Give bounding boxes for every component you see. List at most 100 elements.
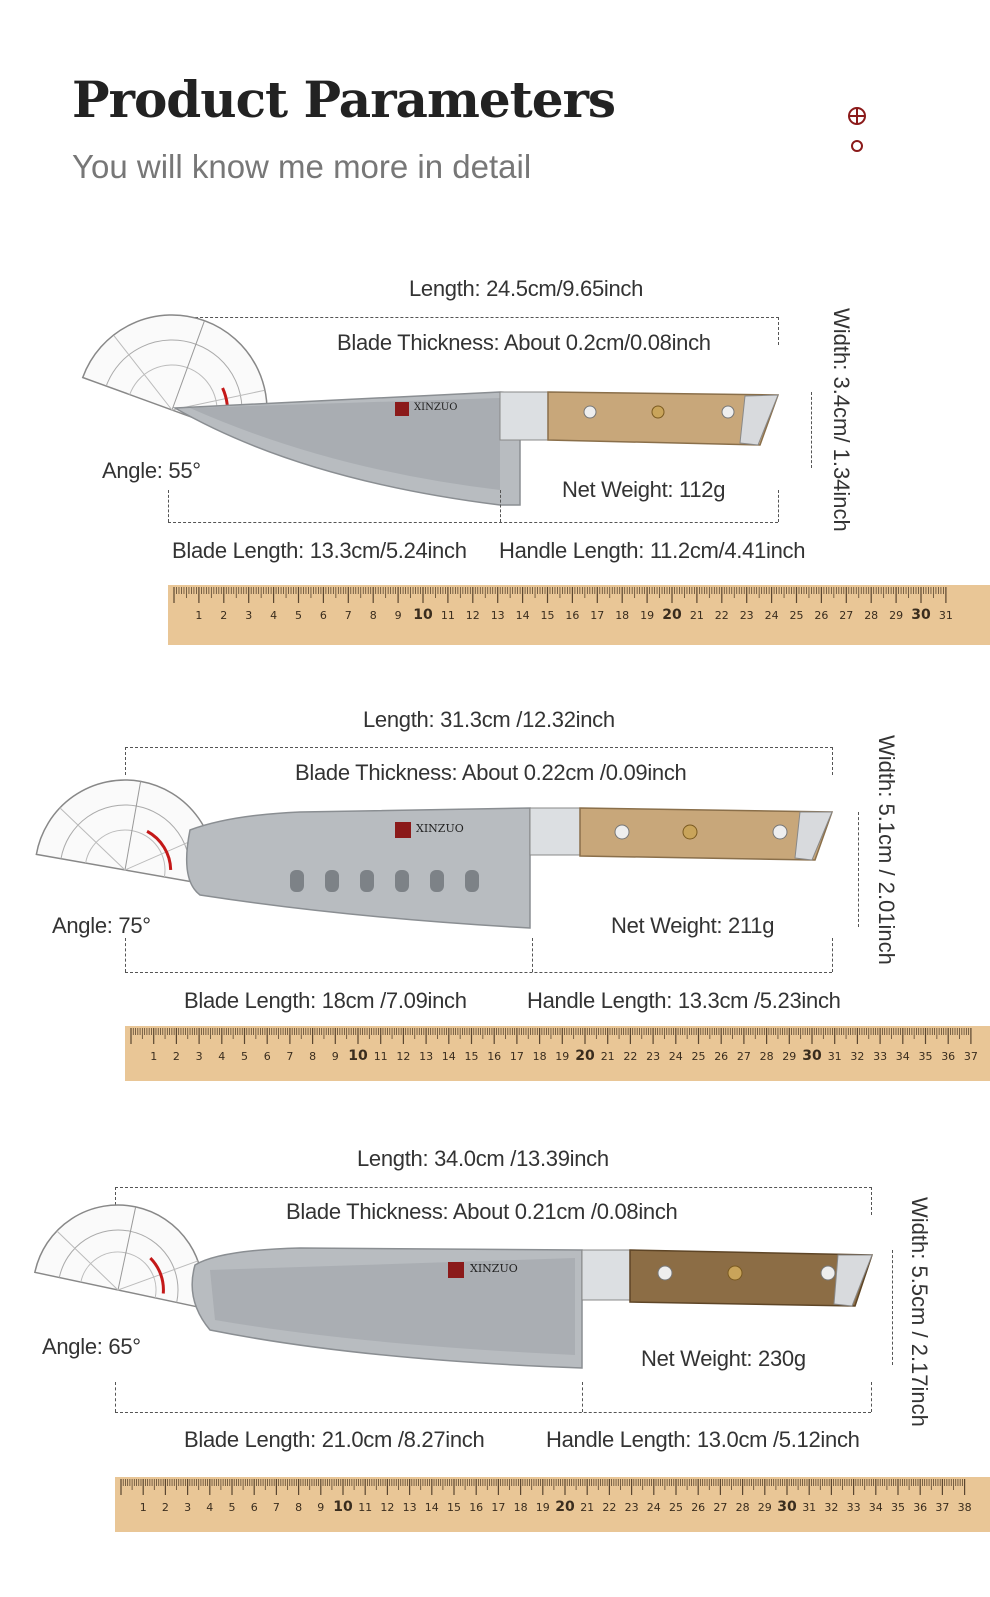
page-title: Product Parameters bbox=[72, 70, 616, 129]
ruler-number: 18 bbox=[514, 1501, 528, 1514]
net-weight-label: Net Weight: 112g bbox=[562, 477, 726, 502]
ruler-body bbox=[168, 585, 990, 645]
ruler-number: 13 bbox=[419, 1050, 433, 1063]
ruler-number: 26 bbox=[714, 1050, 728, 1063]
ruler-number: 26 bbox=[691, 1501, 705, 1514]
knife-illustration-1 bbox=[81, 314, 780, 506]
dimension-tick bbox=[125, 747, 126, 775]
ruler-number: 23 bbox=[646, 1050, 660, 1063]
handle-length-label: Handle Length: 13.0cm /5.12inch bbox=[546, 1427, 860, 1452]
angle-label: Angle: 65° bbox=[42, 1334, 141, 1359]
ruler-number: 13 bbox=[491, 609, 505, 622]
dimension-tick bbox=[125, 938, 126, 972]
length-dimension-line bbox=[125, 747, 833, 748]
dimension-tick bbox=[500, 490, 501, 522]
ruler-number: 33 bbox=[847, 1501, 861, 1514]
handle-length-label: Handle Length: 11.2cm/4.41inch bbox=[499, 538, 806, 563]
blade-thickness-label: Blade Thickness: About 0.2cm/0.08inch bbox=[337, 330, 711, 355]
ruler-number: 14 bbox=[425, 1501, 439, 1514]
ruler-number: 5 bbox=[241, 1050, 248, 1063]
dimension-tick bbox=[168, 490, 169, 522]
ruler-number: 25 bbox=[669, 1501, 683, 1514]
ruler-number: 15 bbox=[447, 1501, 461, 1514]
ruler-number: 36 bbox=[941, 1050, 955, 1063]
ruler-number: 20 bbox=[575, 1048, 595, 1064]
ruler-number: 25 bbox=[790, 609, 804, 622]
ruler-number: 32 bbox=[850, 1050, 864, 1063]
blade-thickness-label: Blade Thickness: About 0.21cm /0.08inch bbox=[286, 1199, 678, 1224]
ruler-number: 18 bbox=[615, 609, 629, 622]
ruler-number: 20 bbox=[662, 607, 682, 623]
ruler-number: 35 bbox=[919, 1050, 933, 1063]
width-label: Width: 5.5cm / 2.17inch bbox=[907, 1197, 932, 1427]
ruler-number: 15 bbox=[541, 609, 555, 622]
ruler-number: 30 bbox=[777, 1499, 797, 1515]
ruler-number: 30 bbox=[911, 607, 931, 623]
ruler-number: 6 bbox=[320, 609, 327, 622]
ruler-number: 28 bbox=[864, 609, 878, 622]
length-dimension-line bbox=[115, 1187, 872, 1188]
length-dimension-line bbox=[170, 317, 779, 318]
ruler-number: 23 bbox=[740, 609, 754, 622]
ruler-number: 24 bbox=[765, 609, 779, 622]
ruler-number: 12 bbox=[396, 1050, 410, 1063]
ruler-number: 33 bbox=[873, 1050, 887, 1063]
ruler-number: 27 bbox=[839, 609, 853, 622]
ruler-number: 24 bbox=[669, 1050, 683, 1063]
ruler-number: 16 bbox=[469, 1501, 483, 1514]
ruler-number: 1 bbox=[140, 1501, 147, 1514]
ruler-number: 9 bbox=[395, 609, 402, 622]
angle-label: Angle: 75° bbox=[52, 913, 151, 938]
ruler-number: 14 bbox=[442, 1050, 456, 1063]
length-label: Length: 31.3cm /12.32inch bbox=[363, 707, 615, 732]
ruler-number: 19 bbox=[640, 609, 654, 622]
ruler-number: 15 bbox=[465, 1050, 479, 1063]
ruler-body bbox=[115, 1477, 990, 1532]
ruler-number: 31 bbox=[939, 609, 953, 622]
dimension-tick bbox=[778, 317, 779, 345]
knife-illustration-2 bbox=[35, 779, 834, 929]
knife-illustration-3 bbox=[33, 1204, 874, 1369]
blade-length-label: Blade Length: 18cm /7.09inch bbox=[184, 988, 467, 1013]
brand-mark: XINZUO bbox=[470, 1262, 518, 1275]
ruler-number: 37 bbox=[964, 1050, 978, 1063]
ruler-number: 5 bbox=[295, 609, 302, 622]
ruler-number: 4 bbox=[218, 1050, 225, 1063]
length-label: Length: 34.0cm /13.39inch bbox=[357, 1146, 609, 1171]
ruler-number: 35 bbox=[891, 1501, 905, 1514]
ruler-number: 4 bbox=[270, 609, 277, 622]
ruler-number: 21 bbox=[601, 1050, 615, 1063]
ruler-number: 38 bbox=[958, 1501, 972, 1514]
ruler-number: 31 bbox=[802, 1501, 816, 1514]
blade-handle-dimension-line bbox=[115, 1412, 871, 1413]
ruler-number: 4 bbox=[206, 1501, 213, 1514]
ruler-number: 23 bbox=[625, 1501, 639, 1514]
angle-label: Angle: 55° bbox=[102, 458, 201, 483]
ruler-number: 8 bbox=[309, 1050, 316, 1063]
dimension-tick bbox=[115, 1187, 116, 1215]
ruler-number: 26 bbox=[814, 609, 828, 622]
dimension-tick bbox=[582, 1382, 583, 1412]
dimension-tick bbox=[832, 747, 833, 775]
ruler-number: 12 bbox=[380, 1501, 394, 1514]
width-dimension-line bbox=[892, 1250, 893, 1365]
blade-length-label: Blade Length: 21.0cm /8.27inch bbox=[184, 1427, 485, 1452]
blade-handle-dimension-line bbox=[168, 522, 778, 523]
ruler-number: 11 bbox=[441, 609, 455, 622]
ruler-number: 3 bbox=[245, 609, 252, 622]
ruler-number: 3 bbox=[196, 1050, 203, 1063]
handle-length-label: Handle Length: 13.3cm /5.23inch bbox=[527, 988, 841, 1013]
ruler-number: 32 bbox=[824, 1501, 838, 1514]
net-weight-label: Net Weight: 230g bbox=[641, 1346, 806, 1371]
dimension-tick bbox=[778, 490, 779, 522]
ruler-number: 5 bbox=[229, 1501, 236, 1514]
blade-length-label: Blade Length: 13.3cm/5.24inch bbox=[172, 538, 467, 563]
ruler-number: 7 bbox=[286, 1050, 293, 1063]
ruler-number: 27 bbox=[737, 1050, 751, 1063]
ruler-number: 30 bbox=[802, 1048, 822, 1064]
ruler-number: 37 bbox=[935, 1501, 949, 1514]
brand-mark: XINZUO bbox=[416, 822, 464, 835]
dimension-tick bbox=[115, 1382, 116, 1412]
